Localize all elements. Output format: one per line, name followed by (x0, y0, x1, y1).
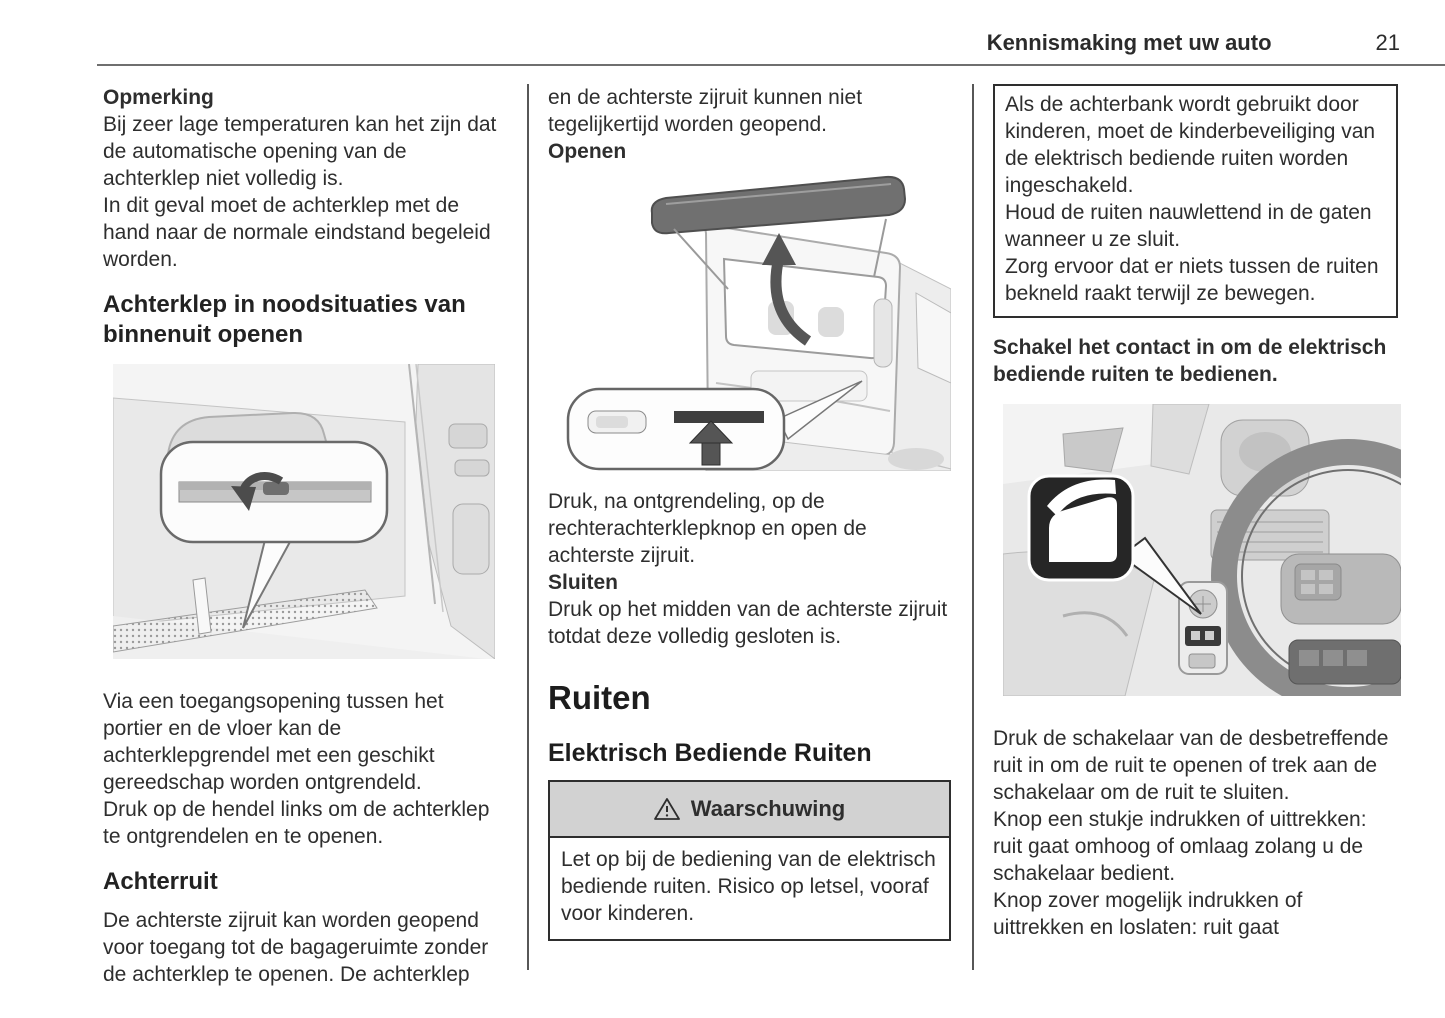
ignition-note: Schakel het contact in om de elektrisch … (993, 336, 1387, 386)
door-switch-illustration (1002, 403, 1445, 713)
warning-box-header: Waarschuwing (550, 782, 949, 838)
body-paragraph: en de achterste zijruit kunnen niet tege… (548, 86, 863, 136)
body-paragraph: De achterste zijruit kan worden geopend … (103, 909, 489, 986)
warning-title: Waarschuwing (690, 796, 846, 821)
warning-text: Let op bij de bediening van de elektrisc… (561, 848, 936, 925)
van-rear-illustration-svg (556, 171, 952, 472)
column-2: en de achterste zijruit kunnen niet tege… (548, 84, 955, 976)
warning-triangle-icon (653, 798, 680, 820)
chapter-heading-windows: Ruiten (548, 679, 651, 716)
header-rule (97, 64, 1445, 66)
body-paragraph: Druk de schakelaar van de desbetreffende… (993, 727, 1389, 804)
column-3: Als de achterbank wordt gebruikt door ki… (993, 84, 1445, 976)
warning-text: Zorg ervoor dat er niets tussen de ruite… (1005, 255, 1379, 305)
open-label: Openen (548, 140, 627, 163)
chapter-title: Kennismaking met uw auto (986, 30, 1272, 55)
body-paragraph: Druk op het midden van de achterste zijr… (548, 598, 948, 648)
body-paragraph: Knop een stukje indrukken of uittrekken:… (993, 808, 1367, 885)
body-paragraph: Via een toegangsopening tussen het porti… (103, 690, 444, 794)
cargo-area-emergency-release-illustration (112, 363, 510, 664)
warning-text: Houd de ruiten nauwlettend in de gaten w… (1005, 201, 1372, 251)
column-1: Opmerking Bij zeer lage temperaturen kan… (103, 84, 510, 986)
cargo-area-illustration-svg (112, 363, 496, 660)
door-interior-illustration-svg (1002, 403, 1445, 713)
section-heading-power-windows: Elektrisch Bediende Ruiten (548, 739, 872, 767)
body-paragraph: Druk op de hendel links om de achterklep… (103, 798, 490, 848)
section-heading-tailgate-emergency: Achterklep in noodsituaties van binnenui… (103, 291, 466, 348)
column-divider (527, 84, 529, 970)
page-header: Kennismaking met uw auto 21 (0, 0, 1445, 64)
warning-box: Waarschuwing Let op bij de bediening van… (548, 780, 951, 941)
close-label: Sluiten (548, 571, 619, 594)
note-title: Opmerking (103, 86, 214, 109)
note-paragraph: In dit geval moet de achterklep met de h… (103, 194, 491, 271)
column-divider (972, 84, 974, 970)
note-paragraph: Bij zeer lage temperaturen kan het zijn … (103, 113, 497, 190)
warning-text: Als de achterbank wordt gebruikt door ki… (1005, 93, 1376, 197)
section-heading-rear-window: Achterruit (103, 868, 218, 895)
body-paragraph: Knop zover mogelijk indrukken of uittrek… (993, 889, 1303, 939)
page-number: 21 (1375, 30, 1400, 55)
content-columns: Opmerking Bij zeer lage temperaturen kan… (0, 84, 1445, 986)
warning-box-body: Let op bij de bediening van de elektrisc… (550, 838, 949, 939)
body-paragraph: Druk, na ontgrendeling, op de rechterach… (548, 490, 867, 567)
warning-continuation-box: Als de achterbank wordt gebruikt door ki… (993, 84, 1398, 318)
rear-window-open-illustration (556, 171, 955, 476)
